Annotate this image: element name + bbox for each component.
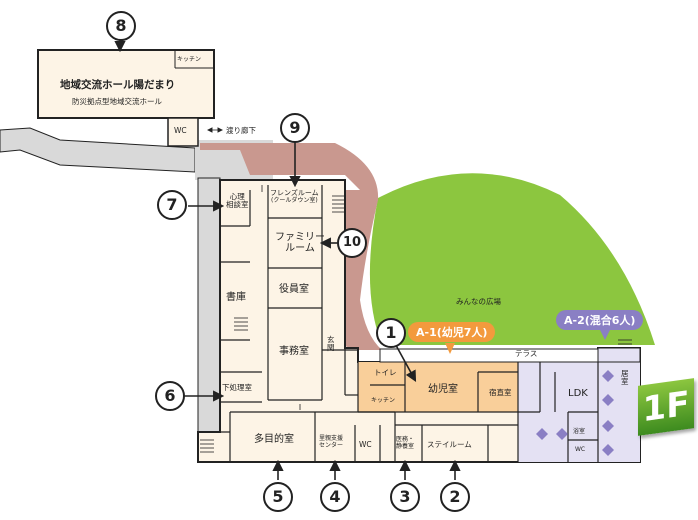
wc-a2-label: WC [575, 446, 586, 453]
bedroom-label: 居室 [621, 369, 629, 387]
wc-bottom-label: WC [359, 440, 372, 449]
multipurpose-room-label: 多目的室 [254, 434, 294, 445]
marker-9: 9 [280, 113, 310, 143]
storage-label: 書庫 [226, 292, 246, 303]
marker-10: 10 [337, 228, 367, 258]
marker-6: 6 [155, 381, 185, 411]
infant-room-label: 幼児室 [428, 384, 458, 395]
toilet-label: トイレ [374, 368, 397, 377]
terrace-strip [379, 348, 599, 363]
walkway-west [197, 177, 221, 434]
plaza-label: みんなの広場 [456, 297, 501, 306]
kitchen-label: キッチン [371, 397, 396, 404]
hall-building [37, 49, 215, 119]
marker-2: 2 [440, 482, 470, 512]
hall-kitchen-label: キッチン [177, 56, 202, 63]
family-room-label: ファミリールーム [275, 232, 325, 254]
diamond-marker [602, 370, 614, 382]
medical-room-label: 医務・静養室 [396, 436, 415, 450]
counsel-room-label: 心理相談室 [226, 192, 249, 210]
a1-tag-pointer [445, 343, 455, 354]
bath-label: 浴室 [573, 428, 586, 435]
entrance-label: 玄関 [327, 335, 335, 353]
terrace-label: テラス [515, 349, 538, 358]
marker-3: 3 [390, 482, 420, 512]
corridor-label: 渡り廊下 [226, 126, 256, 135]
hall-wc-box [167, 117, 199, 147]
marker-4: 4 [320, 482, 350, 512]
a1-tag: A-1(幼児7人) [408, 322, 496, 342]
marker-8: 8 [106, 11, 136, 41]
a2-tag-pointer [600, 330, 610, 340]
support-center-label: 里親支援センター [319, 435, 344, 449]
office-label: 事務室 [279, 346, 309, 357]
floor-badge: 1F [638, 378, 694, 436]
wc-top-label: WC [174, 126, 187, 135]
infant-room-area [358, 362, 518, 412]
bath-prep-label: 下処理室 [222, 383, 252, 392]
diamond-marker [602, 394, 614, 406]
walkway-left [0, 127, 196, 173]
plaza-lawn [369, 173, 655, 345]
marker-5: 5 [263, 482, 293, 512]
diamond-marker [602, 444, 614, 456]
stay-room-label: ステイルーム [427, 440, 472, 449]
diamond-marker [602, 420, 614, 432]
officers-room-label: 役員室 [279, 284, 309, 295]
hall-subtitle: 防災拠点型地域交流ホール [72, 97, 162, 106]
marker-7: 7 [157, 190, 187, 220]
ldk-label: LDK [568, 388, 588, 399]
diamond-marker [536, 428, 548, 440]
diamond-marker [556, 428, 568, 440]
hall-title: 地域交流ホール陽だまり [60, 79, 176, 91]
friends-room-label: フレンズルーム(クールダウン室) [270, 189, 319, 204]
marker-1: 1 [376, 318, 406, 348]
night-room-label: 宿直室 [489, 388, 512, 397]
a2-tag: A-2(混合6人) [556, 310, 644, 330]
